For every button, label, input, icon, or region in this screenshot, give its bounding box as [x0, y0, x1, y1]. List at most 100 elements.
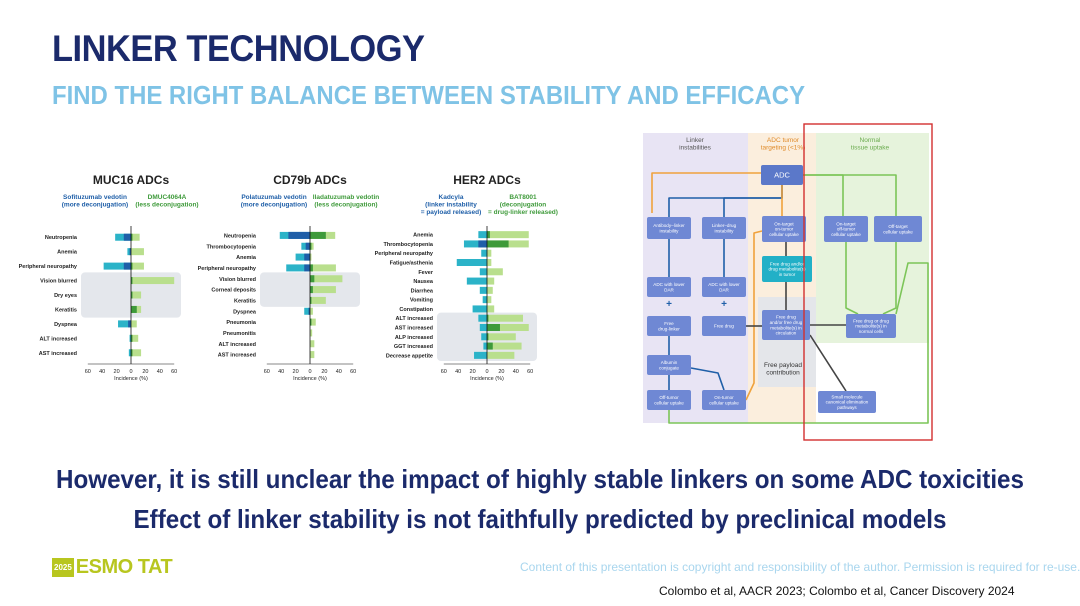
node-free-drug: Free drug — [702, 316, 746, 336]
x-tick-label: 60 — [171, 369, 177, 375]
bar-left-severe — [123, 262, 131, 270]
arrow-green-normal-2 — [882, 242, 897, 315]
chart-title: MUC16 ADCs — [93, 173, 170, 187]
x-tick-label: 40 — [99, 369, 105, 375]
bar-right-all — [487, 259, 492, 266]
node-box — [647, 277, 691, 297]
bar-left-severe — [304, 253, 310, 261]
bar-right-all — [487, 324, 529, 331]
x-axis-label: Incidence (%) — [114, 376, 148, 382]
bar-left-all — [103, 262, 131, 270]
left-drug-label: Kadcyla(linker instability= payload rele… — [421, 194, 482, 216]
category-label-neutropenia: Neutropenia — [224, 233, 257, 239]
node-box — [647, 390, 691, 410]
bar-right-all — [310, 264, 336, 272]
category-label-anemia: Anemia — [413, 233, 434, 239]
bar-right-all — [131, 291, 142, 299]
bar-left-severe — [128, 320, 131, 328]
right-drug-label: Iladatuzumab vedotin(less deconjugation) — [313, 194, 379, 208]
bar-left-severe — [123, 233, 131, 241]
bar-left-all — [478, 314, 487, 322]
bar-right-all — [487, 296, 492, 304]
bar-right-all — [487, 249, 492, 257]
references: Colombo et al, AACR 2023; Colombo et al,… — [659, 584, 1015, 598]
bar-right-severe — [131, 305, 137, 313]
bar-right-all — [487, 305, 495, 313]
esmo-tat-logo: 2025 ESMO TAT — [52, 556, 173, 579]
category-label-corneal-deposits: Corneal deposits — [211, 288, 256, 294]
bar-left-all — [481, 249, 487, 257]
logo-year: 2025 — [52, 558, 74, 577]
bar-right-all — [131, 277, 175, 285]
bar-right-severe — [487, 333, 489, 341]
bar-left-severe — [308, 307, 310, 315]
category-label-anemia: Anemia — [57, 250, 78, 256]
x-tick-label: 40 — [336, 369, 342, 375]
category-label-vision-blurred: Vision blurred — [40, 279, 77, 285]
right-drug-label: BAT8001(deconjugation= drug-linker relea… — [488, 194, 558, 216]
bar-left-all — [479, 286, 487, 294]
category-label-anemia: Anemia — [236, 255, 257, 261]
bar-right-all — [487, 231, 529, 239]
bar-right-all — [131, 248, 144, 256]
category-label-alt-increased: ALT increased — [219, 342, 257, 348]
category-label-vomiting: Vomiting — [410, 298, 433, 304]
bar-left-all — [118, 320, 131, 328]
category-label-ast-increased: AST increased — [39, 351, 77, 357]
x-tick-label: 20 — [321, 369, 327, 375]
category-label-keratitis: Keratitis — [55, 307, 77, 313]
bar-left-all — [481, 333, 487, 341]
node-box — [761, 165, 803, 185]
category-label-constipation: Constipation — [399, 307, 433, 313]
bar-right-severe — [487, 231, 490, 239]
category-label-neutropenia: Neutropenia — [45, 235, 78, 241]
bar-right-severe — [310, 242, 312, 250]
category-label-alt-increased: ALT increased — [396, 316, 434, 322]
key-message-line-2: Effect of linker stability is not faithf… — [133, 504, 947, 534]
arrow-albumin-on-tumor — [690, 367, 725, 391]
node-box — [762, 310, 810, 340]
bar-left-all — [466, 277, 487, 285]
bar-left-all — [295, 253, 310, 261]
arrow-circ-to-elimination — [809, 334, 847, 392]
x-tick-label: 20 — [293, 369, 299, 375]
category-label-alt-increased: ALT increased — [40, 336, 78, 342]
node-box — [702, 316, 746, 336]
bar-right-severe — [310, 296, 312, 304]
category-label-dry-eyes: Dry eyes — [54, 293, 77, 299]
copyright-notice: Content of this presentation is copyrigh… — [520, 560, 1080, 574]
x-tick-label: 20 — [142, 369, 148, 375]
red-highlight-box — [803, 123, 933, 441]
bar-left-all — [482, 296, 487, 304]
bar-left-all — [127, 248, 131, 256]
bar-right-all — [310, 318, 316, 326]
x-tick-label: 0 — [129, 369, 132, 375]
bar-right-severe — [310, 318, 312, 326]
bar-right-all — [487, 333, 516, 341]
x-tick-label: 40 — [278, 369, 284, 375]
bar-left-all — [129, 334, 131, 342]
node-box — [702, 390, 746, 410]
node-box — [647, 217, 691, 239]
bar-left-severe — [304, 264, 310, 272]
node-box — [647, 316, 691, 336]
chart-title: CD79b ADCs — [273, 173, 347, 187]
category-label-thrombocytopenia: Thrombocytopenia — [206, 244, 256, 250]
x-tick-label: 20 — [114, 369, 120, 375]
